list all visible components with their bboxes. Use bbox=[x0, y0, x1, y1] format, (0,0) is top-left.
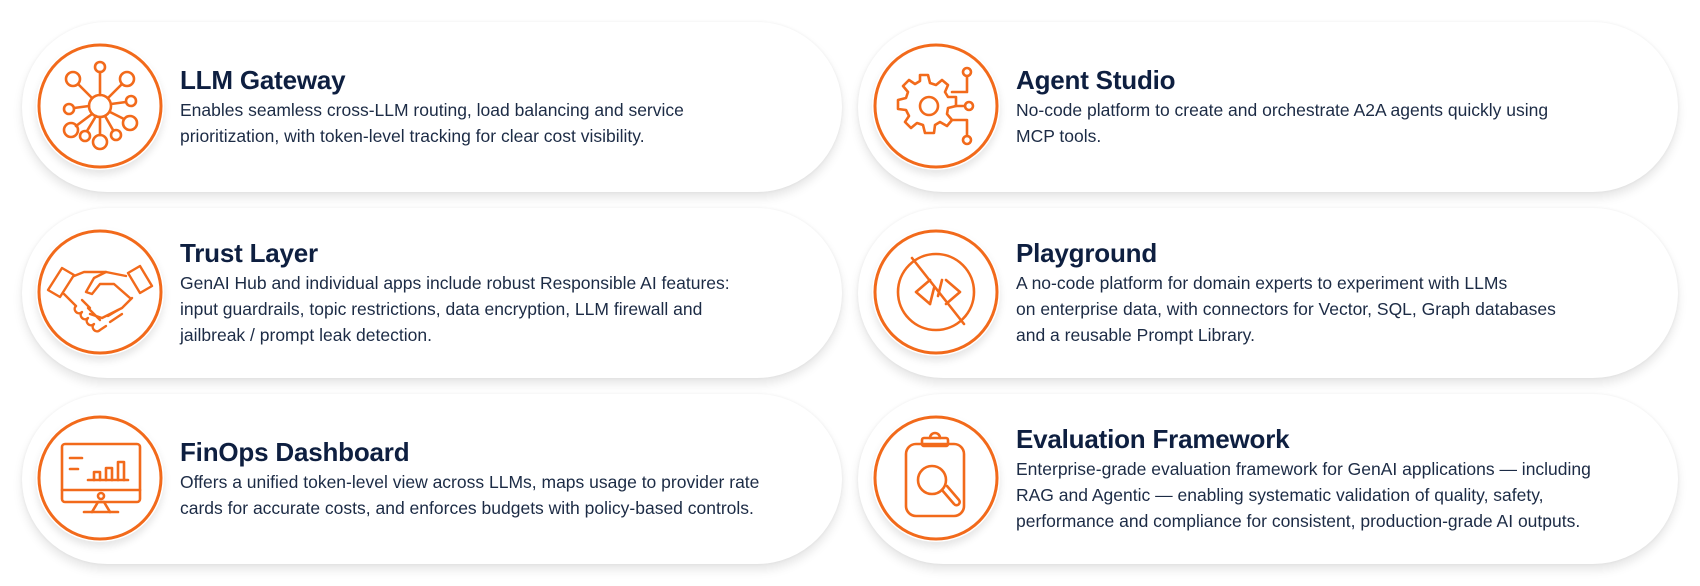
description-line: performance and compliance for consisten… bbox=[1016, 511, 1581, 531]
card-title: LLM Gateway bbox=[180, 65, 346, 95]
description-line: jailbreak / prompt leak detection. bbox=[180, 325, 432, 345]
card-title: Playground bbox=[1016, 238, 1158, 268]
feature-card-finops-dashboard: FinOps Dashboard Offers a unified token-… bbox=[22, 394, 842, 564]
description-line: No-code platform to create and orchestra… bbox=[1016, 100, 1549, 120]
card-description: No-code platform to create and orchestra… bbox=[1016, 97, 1638, 149]
description-line: Enterprise-grade evaluation framework fo… bbox=[1016, 459, 1591, 479]
card-title: Evaluation Framework bbox=[1016, 424, 1290, 454]
feature-card-agent-studio: Agent Studio No-code platform to create … bbox=[858, 22, 1678, 192]
feature-card-playground: Playground A no-code platform for domain… bbox=[858, 208, 1678, 378]
network-hub-icon bbox=[36, 42, 164, 170]
description-line: Offers a unified token-level view across… bbox=[180, 472, 760, 492]
description-line: prioritization, with token-level trackin… bbox=[180, 126, 645, 146]
card-title: FinOps Dashboard bbox=[180, 437, 410, 467]
card-title: Trust Layer bbox=[180, 238, 318, 268]
description-line: and a reusable Prompt Library. bbox=[1016, 325, 1255, 345]
description-line: MCP tools. bbox=[1016, 126, 1102, 146]
feature-card-evaluation-framework: Evaluation Framework Enterprise-grade ev… bbox=[858, 394, 1678, 564]
handshake-icon bbox=[36, 228, 164, 356]
card-description: A no-code platform for domain experts to… bbox=[1016, 270, 1638, 348]
description-line: RAG and Agentic — enabling systematic va… bbox=[1016, 485, 1544, 505]
description-line: input guardrails, topic restrictions, da… bbox=[180, 299, 703, 319]
description-line: on enterprise data, with connectors for … bbox=[1016, 299, 1556, 319]
card-description: GenAI Hub and individual apps include ro… bbox=[180, 270, 802, 348]
clipboard-magnifier-icon bbox=[872, 414, 1000, 542]
card-description: Enables seamless cross-LLM routing, load… bbox=[180, 97, 802, 149]
card-description: Enterprise-grade evaluation framework fo… bbox=[1016, 456, 1638, 534]
card-title: Agent Studio bbox=[1016, 65, 1176, 95]
feature-card-trust-layer: Trust Layer GenAI Hub and individual app… bbox=[22, 208, 842, 378]
monitor-chart-icon bbox=[36, 414, 164, 542]
code-slash-circle-icon bbox=[872, 228, 1000, 356]
gear-circuit-icon bbox=[872, 42, 1000, 170]
card-description: Offers a unified token-level view across… bbox=[180, 469, 802, 521]
description-line: Enables seamless cross-LLM routing, load… bbox=[180, 100, 684, 120]
feature-card-llm-gateway: LLM Gateway Enables seamless cross-LLM r… bbox=[22, 22, 842, 192]
description-line: GenAI Hub and individual apps include ro… bbox=[180, 273, 730, 293]
description-line: A no-code platform for domain experts to… bbox=[1016, 273, 1508, 293]
description-line: cards for accurate costs, and enforces b… bbox=[180, 498, 754, 518]
